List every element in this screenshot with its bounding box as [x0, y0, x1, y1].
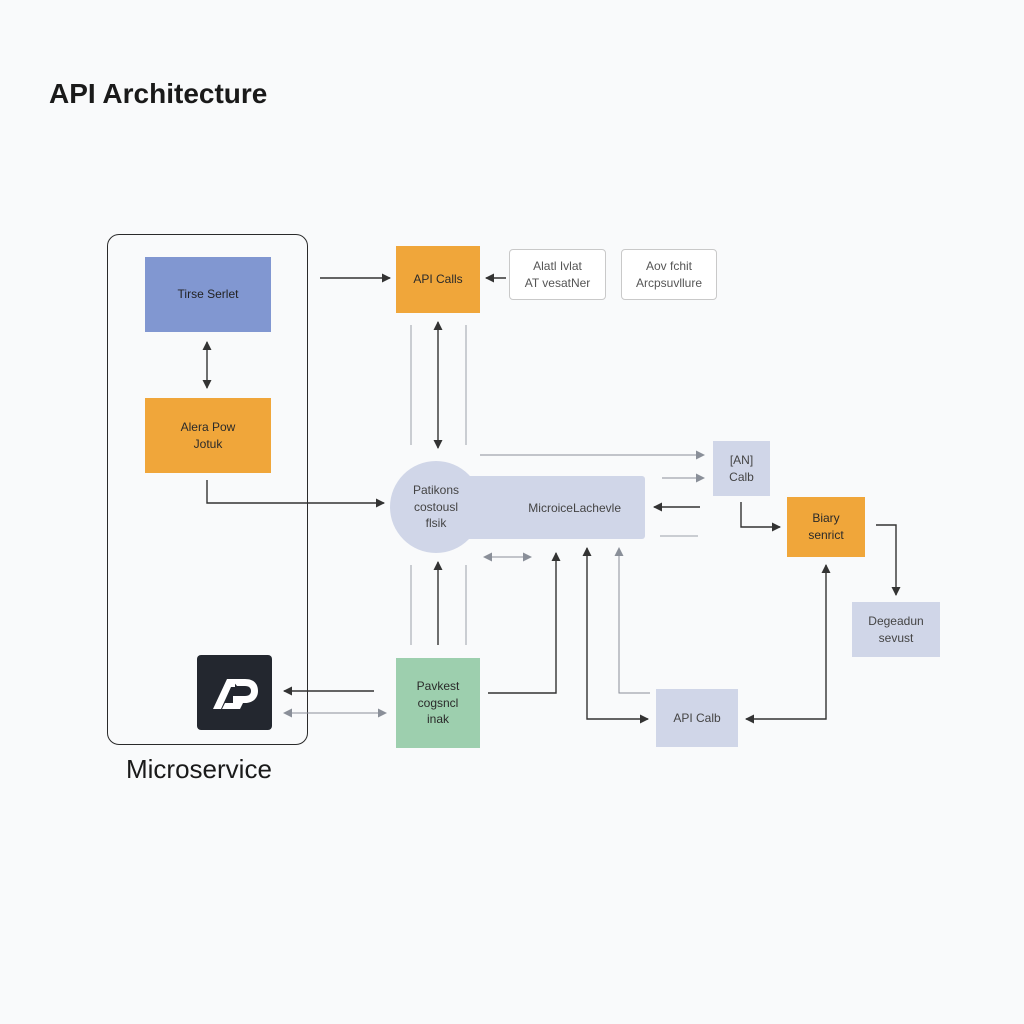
first-service-node: Tirse Serlet	[145, 257, 271, 332]
api-calls-bottom-node: API Calb	[656, 689, 738, 747]
ap-logo-icon	[197, 655, 272, 730]
hub-circle-node: Patikons costousl flsik	[390, 461, 482, 553]
api-small-node: [AN] Calb	[713, 441, 770, 496]
connector	[745, 564, 831, 724]
connector	[206, 480, 385, 508]
degradation-service-node: Degeadun sevust	[852, 602, 940, 657]
microservice-group-label: Microservice	[126, 754, 272, 784]
hub-bar-label: MicroiceLachevle	[528, 500, 621, 515]
page-title: API Architecture	[49, 78, 268, 109]
ap-logo-glyph	[212, 678, 258, 709]
microservice-group	[107, 234, 308, 745]
api-calls-top-node: API Calls	[396, 246, 480, 313]
connector	[614, 547, 650, 694]
connector	[876, 524, 901, 596]
packet-config-node: Pavkest cogsncl inak	[396, 658, 480, 748]
note-one: Alatl Ivlat AT vesatNer	[509, 249, 606, 300]
connector	[740, 502, 781, 532]
connector	[582, 547, 649, 724]
note-two: Aov fchit Arcpsuvllure	[621, 249, 717, 300]
connector	[488, 552, 561, 694]
binary-service-node: Biary senrict	[787, 497, 865, 557]
alpha-flow-node: Alera Pow Jotuk	[145, 398, 271, 473]
